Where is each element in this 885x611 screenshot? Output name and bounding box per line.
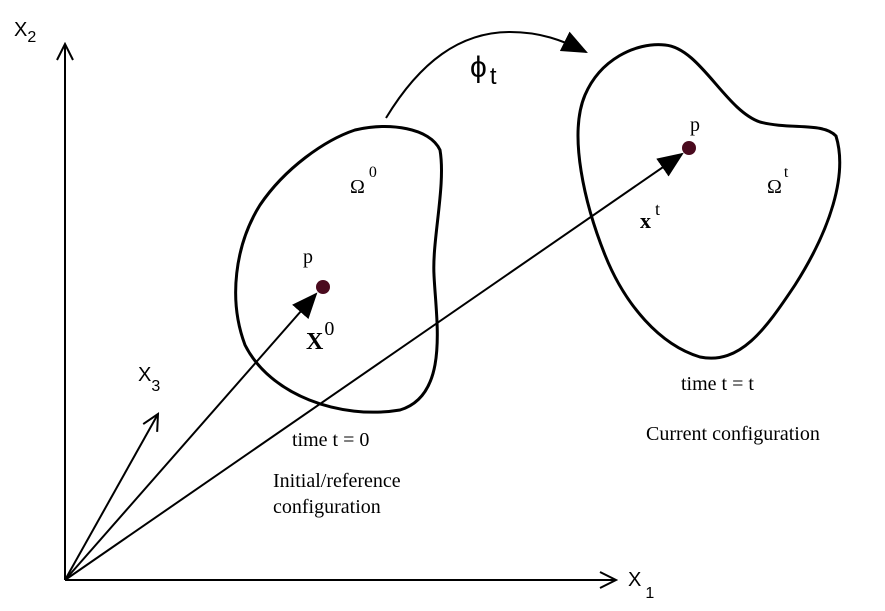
x3-axis-label: X3	[138, 364, 160, 395]
current-position-vector	[64, 152, 684, 581]
reference-domain-label: Ω0	[350, 164, 377, 198]
reference-point-label: p	[303, 246, 313, 268]
x2-axis-label: X2	[14, 19, 36, 46]
x1-axis-label: X1	[628, 569, 654, 602]
reference-caption-line2: configuration	[273, 496, 381, 518]
reference-caption-line1: Initial/reference	[273, 470, 401, 492]
x3-axis	[64, 414, 158, 581]
reference-domain-boundary	[234, 125, 443, 414]
current-domain-boundary	[576, 43, 842, 360]
current-domain-label: Ωt	[767, 164, 789, 198]
current-caption: Current configuration	[646, 423, 820, 445]
current-point-label: p	[690, 114, 700, 136]
reference-vector-label: X0	[306, 318, 334, 355]
reference-point-p	[316, 280, 330, 294]
reference-position-vector	[64, 292, 318, 581]
current-time-label: time t = t	[681, 373, 754, 395]
mapping-arrow	[385, 30, 588, 119]
reference-time-label: time t = 0	[292, 429, 369, 451]
current-point-p	[682, 141, 696, 155]
